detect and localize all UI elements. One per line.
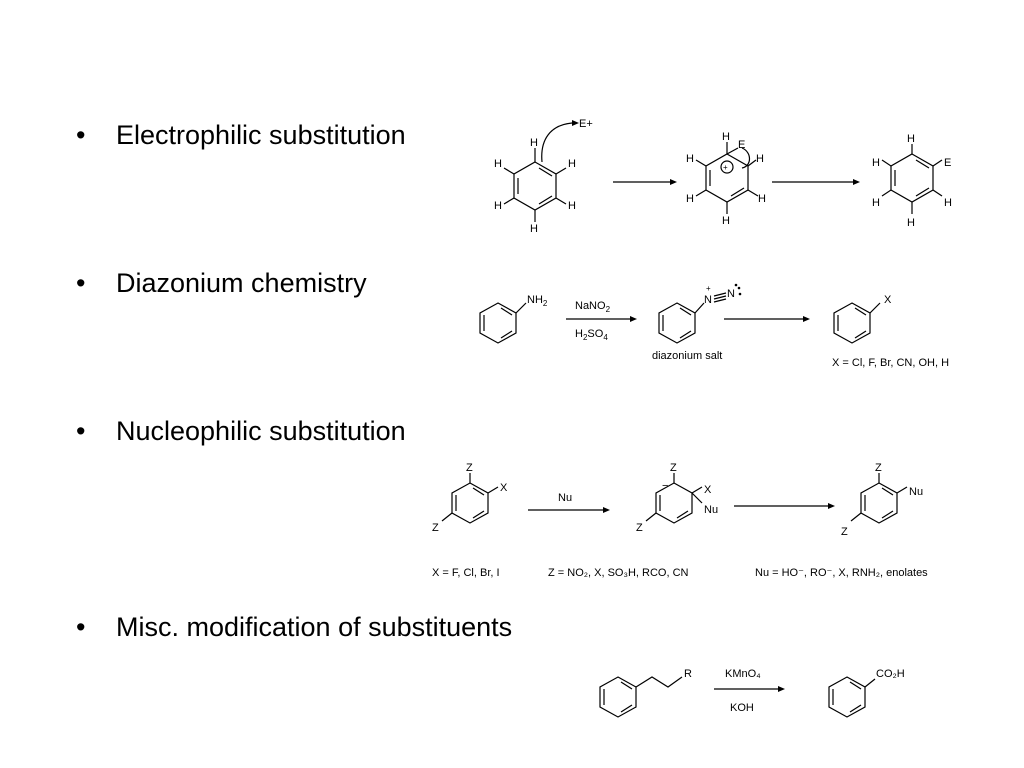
reagent-koh: KOH	[730, 702, 754, 714]
reagent-kmno4: KMnO₄	[725, 668, 761, 680]
bullet-marker: •	[76, 268, 86, 298]
arenium-intermediate	[695, 142, 759, 214]
bullet-misc: • Misc. modification of substituents	[76, 612, 512, 643]
h-label: H	[756, 153, 764, 165]
bullet-diazonium: • Diazonium chemistry	[76, 268, 367, 299]
z-label: Z	[670, 462, 677, 474]
e-label: E	[738, 139, 745, 151]
diazonium-ring	[658, 302, 705, 344]
z-label: Z	[841, 526, 848, 538]
aniline-ring	[479, 302, 527, 344]
bullet-text: Nucleophilic substitution	[116, 416, 406, 446]
h-label: H	[722, 131, 730, 143]
z-values: Z = NO₂, X, SO₃H, RCO, CN	[548, 567, 689, 579]
cation-plus: +	[723, 163, 728, 172]
h-label: H	[686, 193, 694, 205]
bullet-marker: •	[76, 120, 86, 150]
co2h-label: CO₂H	[876, 668, 905, 680]
diazonium-salt-label: diazonium salt	[652, 350, 722, 362]
bullet-electrophilic: • Electrophilic substitution	[76, 120, 406, 151]
h-label: H	[944, 197, 952, 209]
x-label: X	[500, 482, 508, 494]
reagent-nano2: NaNO2	[575, 300, 611, 314]
nh2-label: NH2	[527, 294, 548, 308]
z-label: Z	[466, 462, 473, 474]
h-label: H	[530, 137, 538, 149]
reagent-h2so4: H2SO4	[575, 328, 608, 342]
n-plus-charge: +	[706, 284, 711, 293]
x-label: X	[884, 294, 892, 306]
e-label: E	[944, 157, 951, 169]
h-label: H	[907, 217, 915, 229]
bullet-text: Diazonium chemistry	[116, 268, 367, 298]
bullet-nucleophilic: • Nucleophilic substitution	[76, 416, 406, 447]
electrophile-label: E+	[579, 118, 593, 130]
h-label: H	[872, 157, 880, 169]
r-label: R	[684, 668, 692, 680]
bullet-text: Electrophilic substitution	[116, 120, 406, 150]
z-label: Z	[875, 462, 882, 474]
h-label: H	[494, 200, 502, 212]
misc-scheme: R KMnO₄ KOH CO₂H	[599, 668, 905, 718]
bullet-marker: •	[76, 416, 86, 446]
aryl-halide-ring	[441, 473, 499, 524]
z-label: Z	[432, 522, 439, 534]
diazonium-scheme: NH2 NaNO2 H2SO4 N + N diazonium salt X X…	[479, 283, 949, 369]
h-label: H	[568, 200, 576, 212]
x-values: X = Cl, F, Br, CN, OH, H	[832, 357, 949, 369]
h-label: H	[686, 153, 694, 165]
nu-values: Nu = HO⁻, RO⁻, X, RNH₂, enolates	[755, 567, 928, 579]
z-label: Z	[636, 522, 643, 534]
x-values: X = F, Cl, Br, I	[432, 567, 500, 579]
product-ring	[833, 302, 881, 344]
h-label: H	[872, 197, 880, 209]
h-label: H	[907, 133, 915, 145]
substituted-product-ring	[850, 473, 908, 524]
benzene-ring-product	[881, 144, 943, 214]
benzene-ring-1	[503, 120, 579, 222]
meisenheimer-complex	[645, 473, 703, 524]
bullet-marker: •	[76, 612, 86, 642]
nu-label: Nu	[704, 504, 718, 516]
nucleophilic-scheme: Z X Z Nu Z − X Nu Z Z Nu Z X = F, Cl, Br…	[432, 462, 928, 579]
carbanion-minus: −	[662, 480, 668, 492]
nu-label: Nu	[909, 486, 923, 498]
alkylbenzene	[599, 676, 683, 718]
electrophilic-scheme: H H H H H H E+ + H E H H H H H H	[494, 118, 952, 235]
x-label: X	[704, 484, 712, 496]
n-terminal-label: N	[727, 288, 735, 300]
h-label: H	[758, 193, 766, 205]
h-label: H	[494, 158, 502, 170]
reagent-nu: Nu	[558, 492, 572, 504]
benzoic-acid	[828, 676, 876, 718]
h-label: H	[568, 158, 576, 170]
bullet-text: Misc. modification of substituents	[116, 612, 513, 642]
n-plus-label: N	[704, 294, 712, 306]
h-label: H	[530, 223, 538, 235]
h-label: H	[722, 215, 730, 227]
